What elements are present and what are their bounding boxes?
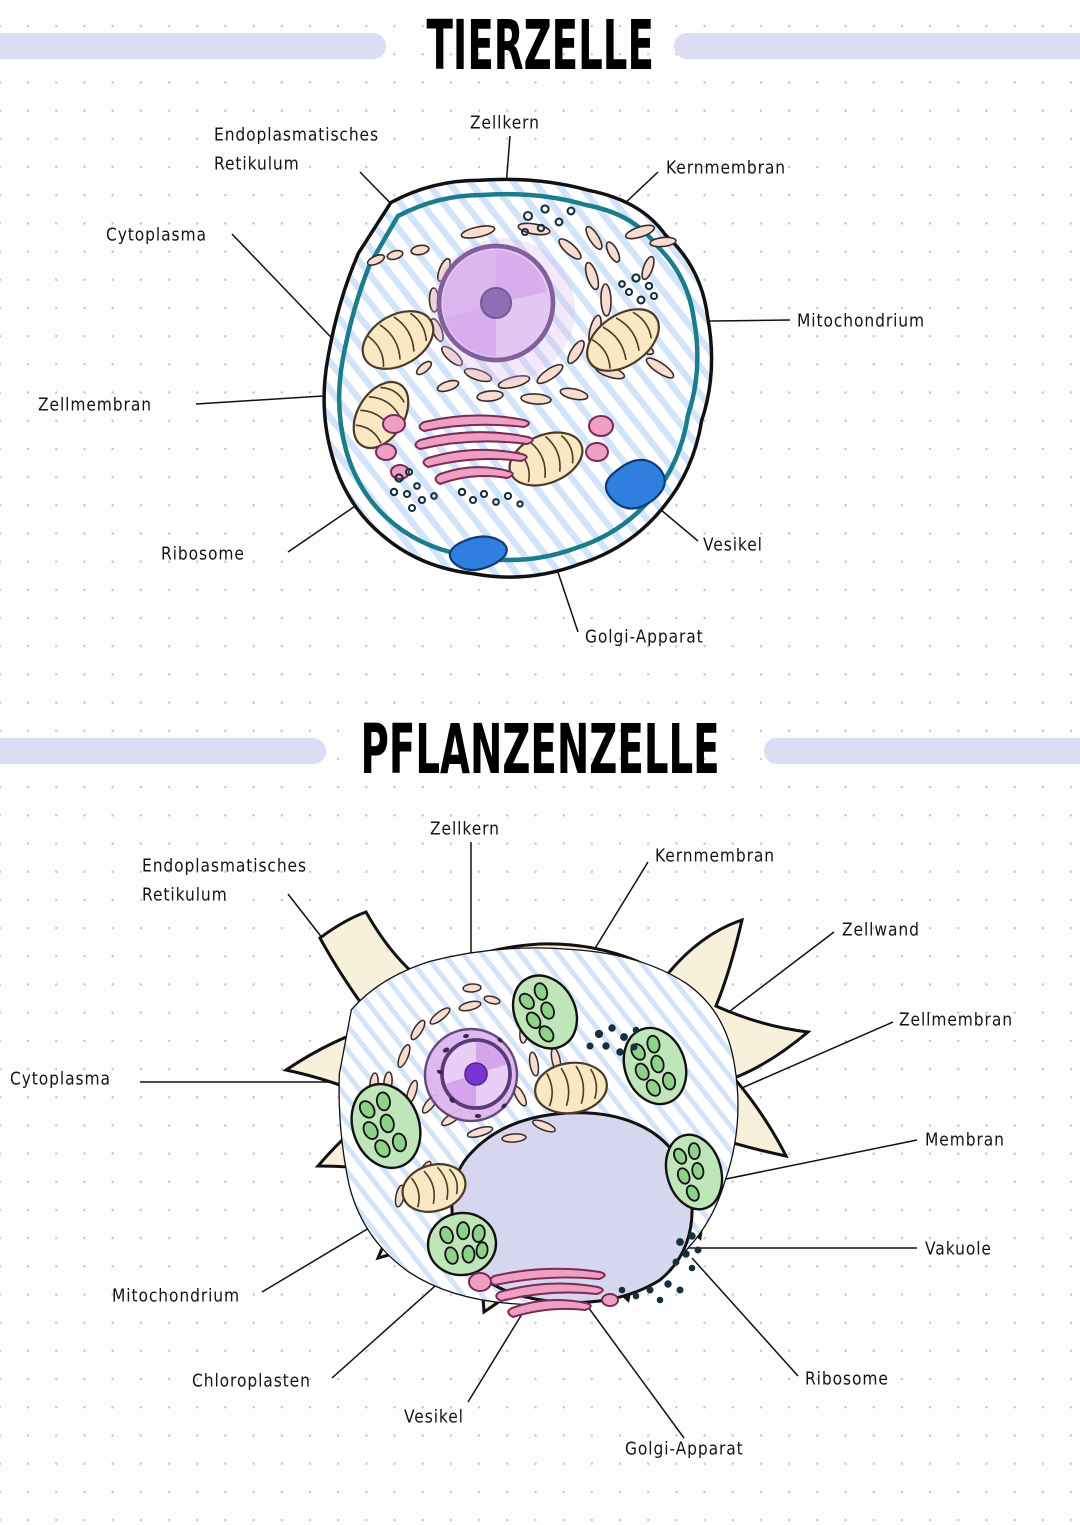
label-vacuole: Vakuole: [925, 1238, 992, 1260]
plant-cell-diagram: [140, 842, 918, 1439]
title-highlight-left-2: [0, 738, 326, 764]
vesicles: [448, 458, 666, 572]
nucleus: [436, 243, 556, 363]
animal-cell-diagram: [195, 135, 791, 633]
animal-cell-title: TIERZELLE: [426, 6, 654, 86]
cytoplasm-hatch: [325, 181, 710, 576]
label-cell-wall: Zellwand: [842, 919, 920, 941]
vacuole: [450, 1111, 694, 1304]
endoplasmic-reticulum: [366, 222, 677, 405]
plant-leader-lines: [140, 842, 918, 1439]
cell-membrane-plant: [338, 947, 739, 1306]
mitochondria-plant: [401, 1061, 608, 1213]
label-cell-membrane-plant: Zellmembran: [899, 1009, 1013, 1031]
label-ribosome: Ribosome: [161, 543, 245, 565]
label-nucleus: Zellkern: [470, 112, 540, 134]
golgi-apparatus-plant: [468, 1267, 619, 1319]
label-mitochondrion-plant: Mitochondrium: [112, 1285, 241, 1307]
label-nuclear-membrane-plant: Kernmembran: [655, 845, 776, 867]
label-mitochondrion: Mitochondrium: [797, 310, 926, 332]
cell-membrane-outline: [322, 177, 714, 579]
plant-cell-title: PFLANZENZELLE: [360, 710, 720, 790]
label-cytoplasm: Cytoplasma: [106, 224, 207, 246]
nucleus-plant: [423, 1027, 519, 1123]
label-nucleus-plant: Zellkern: [430, 818, 500, 840]
cytoplasm-hatch-plant: [339, 948, 738, 1305]
label-ribosome-plant: Ribosome: [805, 1368, 889, 1390]
label-golgi-apparatus-plant: Golgi-Apparat: [625, 1438, 744, 1460]
cell-wall: [282, 910, 812, 1315]
mitochondria: [352, 308, 660, 487]
chloroplasts: [350, 974, 724, 1277]
label-vesicle-plant: Vesikel: [404, 1406, 464, 1428]
nuclear-membrane-plant: [440, 1038, 512, 1110]
animal-cell-title-row: TIERZELLE: [0, 4, 1080, 88]
title-highlight-left: [0, 33, 386, 59]
title-highlight-right: [674, 33, 1080, 59]
label-endoplasmic-reticulum-plant-line2: Retikulum: [142, 884, 228, 906]
label-endoplasmic-reticulum-line2: Retikulum: [214, 153, 300, 175]
ribosomes-plant: [586, 1024, 702, 1304]
label-cell-membrane: Zellmembran: [38, 394, 152, 416]
label-vesicle: Vesikel: [703, 534, 763, 556]
plant-cell-title-row: PFLANZENZELLE: [0, 708, 1080, 792]
nuclear-envelope-outer: [423, 1027, 519, 1123]
nuclear-membrane: [436, 243, 556, 363]
title-highlight-right-2: [764, 738, 1080, 764]
label-endoplasmic-reticulum: Endoplasmatisches: [214, 124, 379, 146]
endoplasmic-reticulum-plant: [369, 983, 571, 1208]
animal-leader-lines: [195, 135, 791, 633]
label-cytoplasm-plant: Cytoplasma: [10, 1068, 111, 1090]
nucleolus-plant: [464, 1062, 488, 1086]
label-golgi-apparatus: Golgi-Apparat: [585, 626, 704, 648]
nucleolus: [480, 287, 512, 319]
label-endoplasmic-reticulum-plant: Endoplasmatisches: [142, 855, 307, 877]
ribosomes: [389, 204, 659, 513]
label-nuclear-membrane: Kernmembran: [666, 157, 787, 179]
label-membrane: Membran: [925, 1129, 1005, 1151]
golgi-apparatus: [375, 414, 614, 486]
teal-inner-membrane: [336, 191, 700, 563]
label-chloroplasts: Chloroplasten: [192, 1370, 311, 1392]
